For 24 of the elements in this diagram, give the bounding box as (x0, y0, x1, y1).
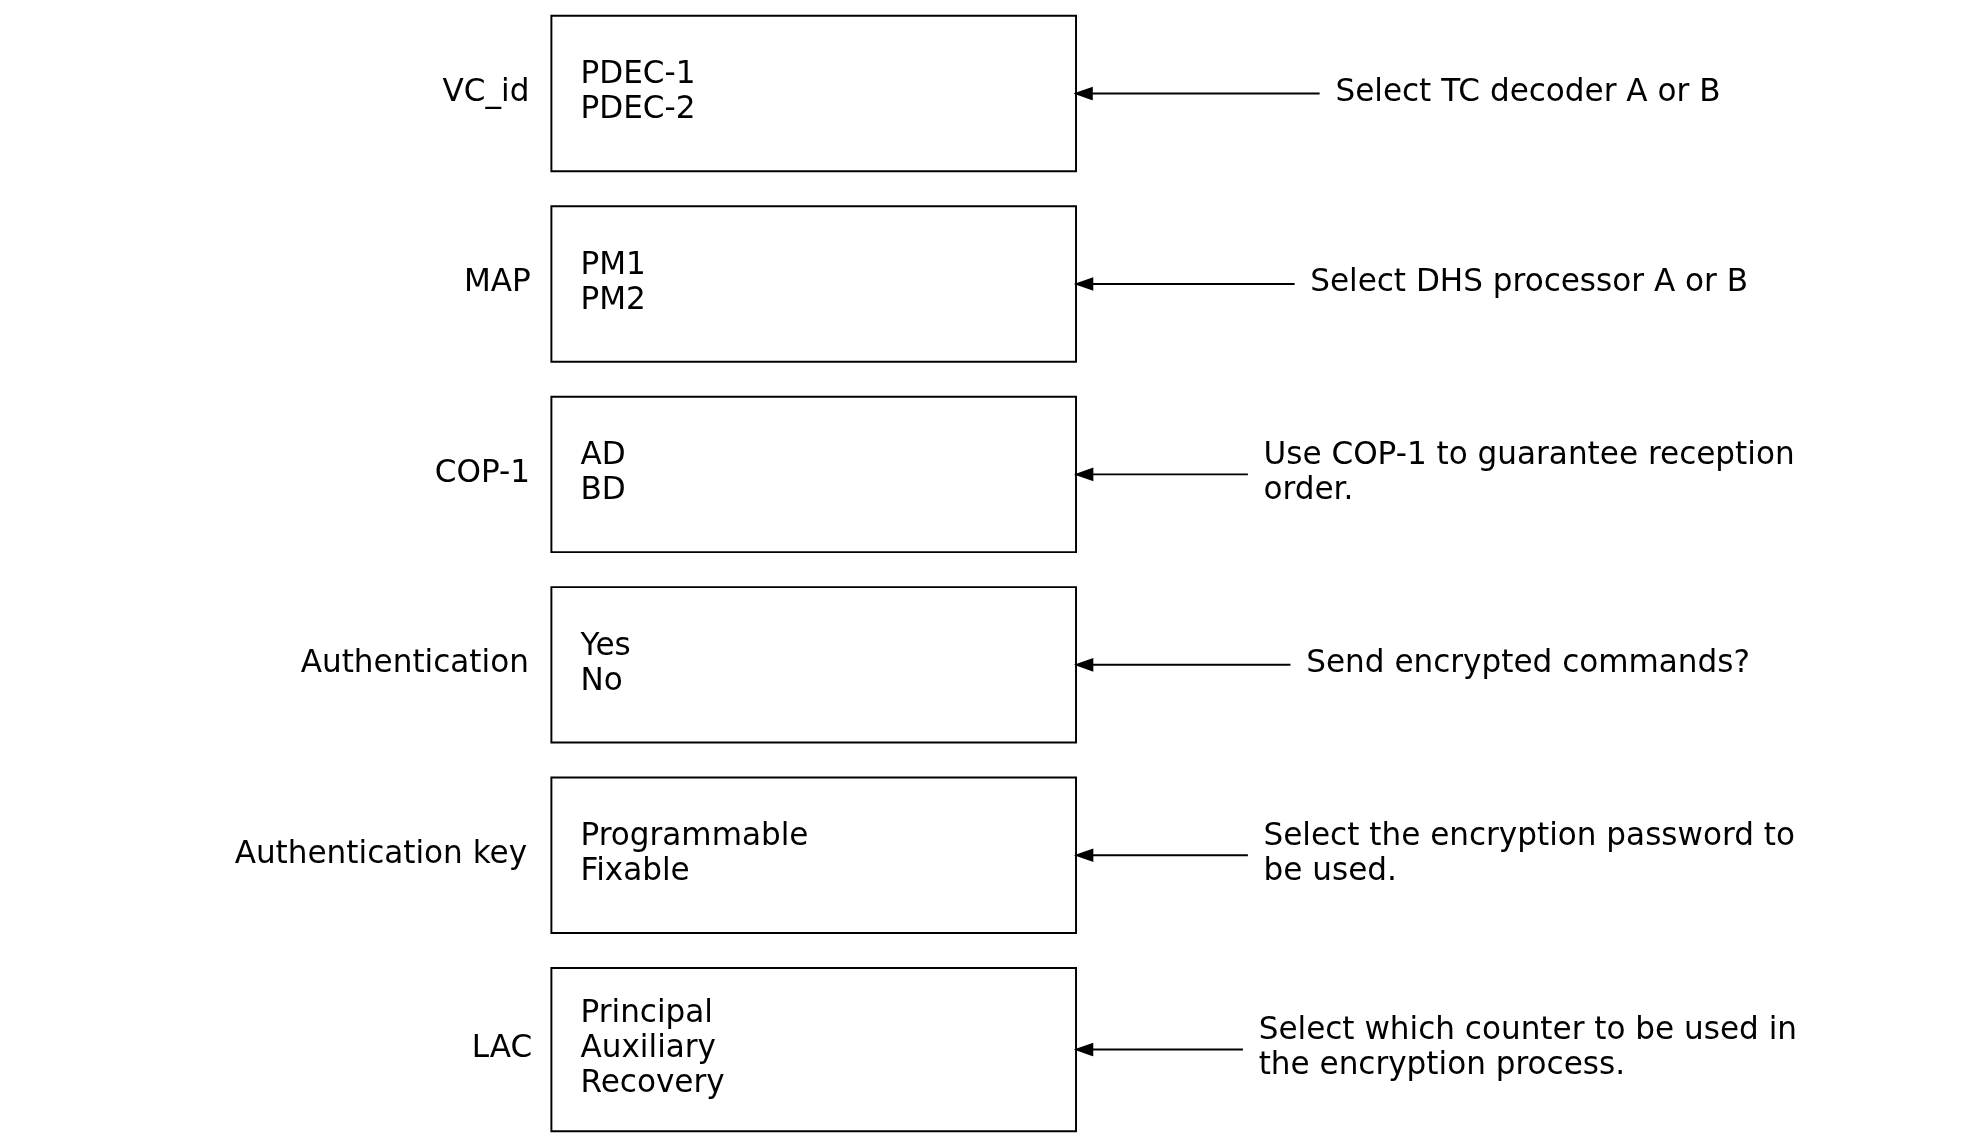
node-label: COP-1 (434, 452, 530, 489)
node-label: Authentication (300, 643, 529, 680)
node-text: Use COP-1 to guarantee reception order. (1263, 435, 1795, 507)
arrow (1073, 1042, 1244, 1057)
node-box: Yes No (549, 586, 1077, 744)
node-label: MAP (463, 262, 531, 299)
node-box: PDEC-1 PDEC-2 (549, 14, 1077, 173)
node-text: Send encrypted commands? (1305, 643, 1750, 680)
arrow (1073, 848, 1249, 863)
arrow (1073, 277, 1296, 291)
node-box: Programmable Fixable (549, 776, 1077, 934)
arrow (1072, 86, 1321, 101)
node-label: LAC (471, 1027, 532, 1064)
node-box: PM1 PM2 (549, 205, 1077, 363)
node-label: VC_id (442, 71, 529, 108)
arrow (1073, 658, 1291, 672)
node-text: Select the encryption password to be used. (1263, 816, 1795, 888)
arrow (1073, 467, 1249, 482)
node-text: Select which counter to be used in the encryption process. (1258, 1010, 1797, 1082)
node-box: Principal Auxiliary Recovery (549, 967, 1077, 1133)
node-label: Authentication key (234, 833, 527, 870)
node-text: Select DHS processor A or B (1309, 262, 1748, 299)
node-text: Select TC decoder A or B (1334, 71, 1721, 108)
node-box: AD BD (549, 395, 1077, 554)
